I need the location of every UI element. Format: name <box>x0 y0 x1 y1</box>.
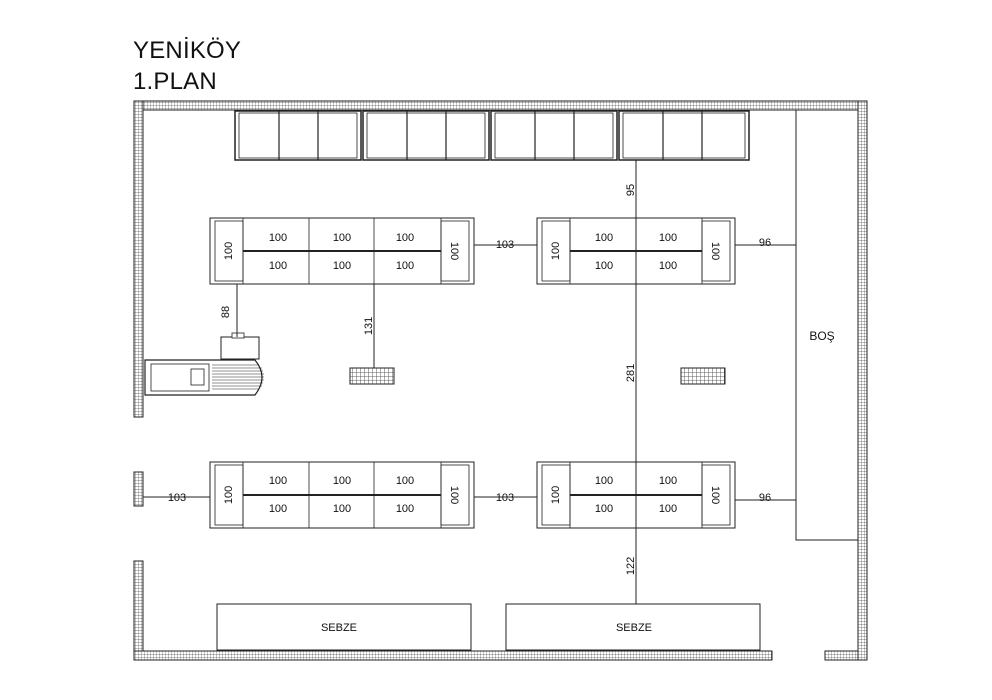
wall-top <box>133 100 868 111</box>
fridge-unit <box>618 110 750 161</box>
wall-left-lower <box>133 560 144 661</box>
dimension-label: 95 <box>625 184 637 196</box>
end-cap-label: 100 <box>709 242 721 260</box>
dimension-label: 131 <box>363 317 375 335</box>
shelf-label: 100 <box>269 475 287 487</box>
basket-stand-icon <box>349 367 395 385</box>
shelf-label: 100 <box>659 260 677 272</box>
empty-area-label: BOŞ <box>809 329 834 343</box>
shelf-label: 100 <box>659 475 677 487</box>
dimension-labels: 95 88 131 281 122 103 103 103 96 96 <box>168 184 771 575</box>
basket-stand-icon <box>680 367 726 385</box>
shelf-label: 100 <box>595 475 613 487</box>
walls <box>133 100 868 661</box>
empty-area: BOŞ <box>795 110 858 541</box>
end-cap-label: 100 <box>223 486 235 504</box>
shelf-label: 100 <box>396 475 414 487</box>
end-cap-label: 100 <box>448 486 460 504</box>
shelf-label: 100 <box>333 232 351 244</box>
wall-left-stub <box>133 471 144 507</box>
end-cap-label: 100 <box>550 486 562 504</box>
vegetable-counter-label: SEBZE <box>616 622 652 634</box>
end-cap-label: 100 <box>550 242 562 260</box>
end-cap-label: 100 <box>709 486 721 504</box>
shelf-label: 100 <box>659 503 677 515</box>
shelf-label: 100 <box>269 503 287 515</box>
wall-right <box>857 100 868 661</box>
gondola-upper-left: 100 100 100 100 100 100 100 100 <box>209 217 475 285</box>
vegetable-counter: SEBZE <box>505 603 761 651</box>
plan-subtitle: 1.PLAN <box>133 68 217 95</box>
wall-left-upper <box>133 100 144 418</box>
fridge-unit <box>234 110 362 161</box>
shelf-label: 100 <box>396 503 414 515</box>
shelf-label: 100 <box>396 260 414 272</box>
gondola-lower-left: 100 100 100 100 100 100 100 100 <box>209 461 475 529</box>
dimension-label: 103 <box>168 492 186 504</box>
end-cap-label: 100 <box>448 242 460 260</box>
dimension-label: 281 <box>625 364 637 382</box>
wall-bottom <box>133 650 773 661</box>
shelf-label: 100 <box>595 503 613 515</box>
vegetable-counter-label: SEBZE <box>321 622 357 634</box>
refrigerated-display-case-icon <box>234 110 750 161</box>
shelf-label: 100 <box>396 232 414 244</box>
shelf-label: 100 <box>659 232 677 244</box>
shelf-label: 100 <box>333 503 351 515</box>
dimension-label: 88 <box>220 306 232 318</box>
end-cap-label: 100 <box>223 242 235 260</box>
shelf-label: 100 <box>269 232 287 244</box>
shelf-label: 100 <box>595 260 613 272</box>
shelf-label: 100 <box>333 260 351 272</box>
dimension-lines <box>143 160 796 604</box>
shelf-label: 100 <box>595 232 613 244</box>
dimension-label: 96 <box>759 492 771 504</box>
shelf-label: 100 <box>333 475 351 487</box>
checkout-counter-icon <box>144 332 264 396</box>
vegetable-counter: SEBZE <box>216 603 472 651</box>
fridge-unit <box>362 110 490 161</box>
shelf-label: 100 <box>269 260 287 272</box>
fridge-unit <box>490 110 618 161</box>
dimension-label: 103 <box>496 239 514 251</box>
dimension-label: 122 <box>625 557 637 575</box>
plan-title: YENİKÖY <box>133 37 242 64</box>
dimension-label: 103 <box>496 492 514 504</box>
dimension-label: 96 <box>759 237 771 249</box>
